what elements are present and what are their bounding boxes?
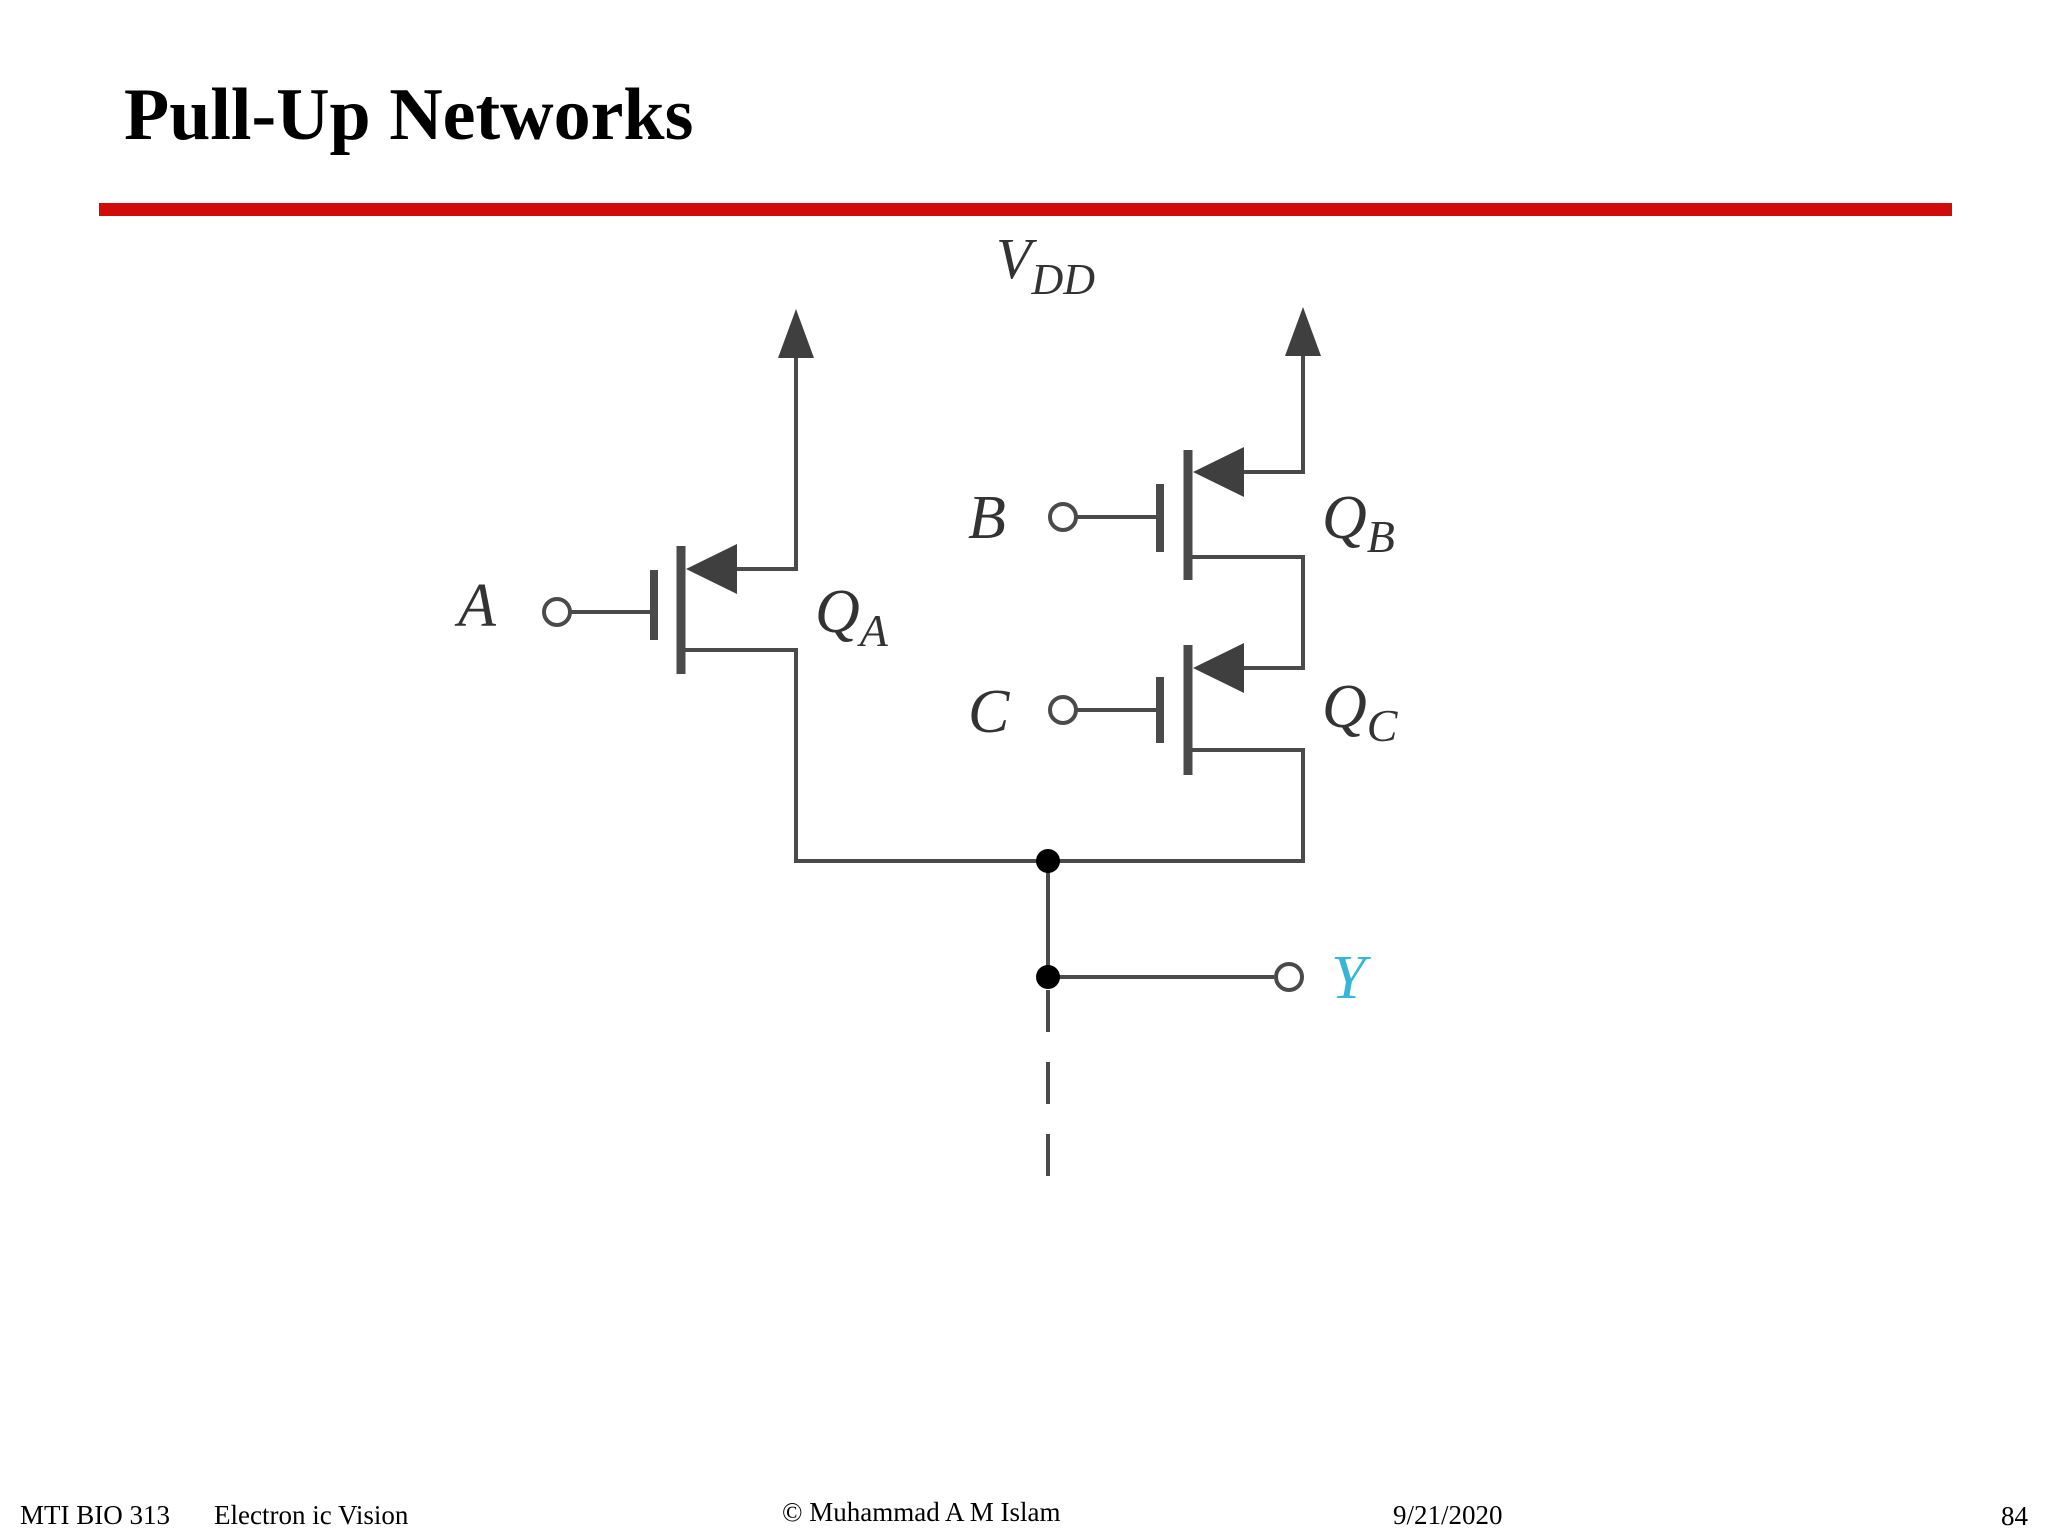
qa-main: Q [815,578,860,646]
footer-topic: Electron ic Vision [214,1500,409,1530]
vdd-main: V [996,226,1038,291]
qc-drain-wire [1048,748,1305,863]
input-a-terminal-icon [542,597,572,627]
qb-to-qc-wire [1188,555,1305,670]
input-a-label: A [454,572,497,640]
qa-drain-wire [681,648,1048,863]
input-c-terminal-icon [1048,695,1078,725]
qa-subscript: A [857,605,889,656]
qa-supply-arrow-icon [778,309,814,358]
qa-supply-wire [725,340,798,571]
qb-main: Q [1322,484,1367,552]
slide-title: Pull-Up Networks [124,74,694,156]
output-y-label: Y [1331,944,1371,1012]
input-c-label: C [968,678,1010,746]
qc-main: Q [1322,673,1367,741]
qb-supply-wire [1231,338,1305,474]
output-y-terminal-icon [1274,962,1304,992]
footer-page-number: 84 [2001,1501,2028,1531]
vdd-subscript: DD [1030,255,1095,304]
qc-source-arrow-icon [1193,643,1244,693]
transistor-qb-label: QB [1322,484,1395,562]
footer-date: 9/21/2020 [1393,1500,1503,1530]
input-b-terminal-icon [1048,502,1078,532]
qb-subscript: B [1367,511,1395,562]
transistor-qa-label: QA [815,578,889,656]
qc-subscript: C [1367,700,1399,751]
transistor-qc-label: QC [1322,673,1399,751]
upper-junction-dot-icon [1036,849,1060,873]
footer-course: MTI BIO 313 [20,1500,170,1530]
vdd-label: VDD [996,226,1095,304]
input-b-label: B [968,484,1006,552]
qb-supply-arrow-icon [1285,307,1321,356]
footer-copyright: © Muhammad A M Islam [782,1497,1061,1527]
title-divider [99,203,1952,216]
qa-source-arrow-icon [686,544,737,594]
output-junction-dot-icon [1036,965,1060,989]
circuit-wiring [571,338,1305,1190]
qb-source-arrow-icon [1193,447,1244,497]
